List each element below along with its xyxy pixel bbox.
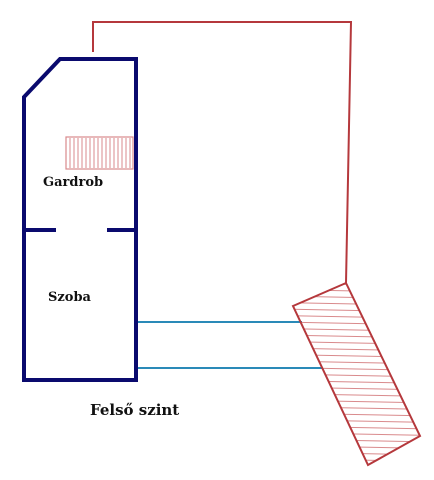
stair-tread — [293, 393, 420, 397]
stair-tread — [293, 283, 420, 287]
stair-tread — [293, 445, 420, 449]
stair-tread — [293, 451, 420, 456]
stair-tread — [293, 386, 420, 391]
outline-boundary — [92, 21, 353, 284]
stair-tread — [293, 373, 420, 378]
stair-tread — [293, 289, 420, 293]
stair-tread — [293, 458, 420, 462]
stair-tread — [293, 399, 420, 404]
staircase — [291, 281, 422, 467]
stair-tread — [293, 341, 420, 345]
shelf — [65, 136, 134, 170]
stair-tread — [293, 360, 420, 365]
stair-tread — [293, 464, 420, 465]
stair-tread — [293, 412, 420, 417]
stair-tread — [293, 315, 420, 319]
stair-tread — [293, 380, 420, 384]
floor-caption: Felső szint — [90, 401, 179, 419]
room-walls — [22, 57, 138, 382]
staircase-outline — [291, 281, 422, 467]
room-label-szoba: Szoba — [48, 290, 92, 305]
stair-tread — [293, 308, 420, 313]
shelf-outline — [65, 136, 134, 170]
stair-tread — [293, 425, 420, 430]
stair-tread — [293, 295, 420, 300]
stair-tread — [293, 354, 420, 358]
stair-tread — [293, 347, 420, 352]
stair-tread — [293, 334, 420, 339]
stair-tread — [293, 328, 420, 332]
stair-tread — [293, 419, 420, 423]
stair-tread — [293, 432, 420, 436]
room-label-gardrob: Gardrob — [43, 175, 103, 190]
